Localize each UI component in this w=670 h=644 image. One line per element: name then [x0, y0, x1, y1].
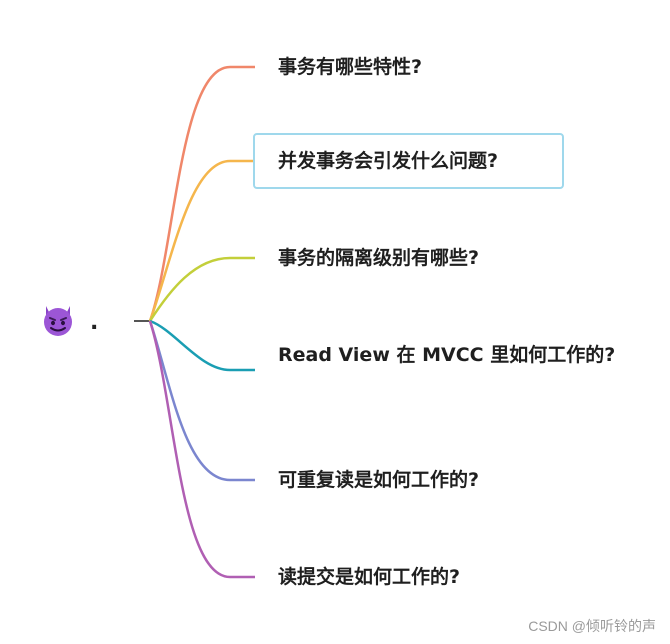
branch-connector-6: [148, 320, 255, 579]
branch-node-2[interactable]: 并发事务会引发什么问题?: [278, 150, 499, 172]
branch-node-6[interactable]: 读提交是如何工作的?: [278, 566, 461, 588]
selected-node-frame: [253, 133, 564, 189]
branch-connector-3: [148, 256, 255, 322]
branch-connector-2: [148, 159, 253, 322]
watermark: CSDN @倾听铃的声: [528, 618, 656, 634]
branch-node-1[interactable]: 事务有哪些特性?: [278, 56, 423, 78]
branch-node-4[interactable]: Read View 在 MVCC 里如何工作的?: [278, 344, 616, 366]
branch-node-3[interactable]: 事务的隔离级别有哪些?: [278, 247, 480, 269]
root-label: .: [90, 310, 99, 335]
devil-emoji-icon: [44, 306, 72, 336]
branch-connector-1: [148, 65, 255, 322]
branch-connector-4: [149, 319, 255, 372]
branch-node-5[interactable]: 可重复读是如何工作的?: [278, 469, 480, 491]
branch-connector-5: [148, 320, 255, 482]
